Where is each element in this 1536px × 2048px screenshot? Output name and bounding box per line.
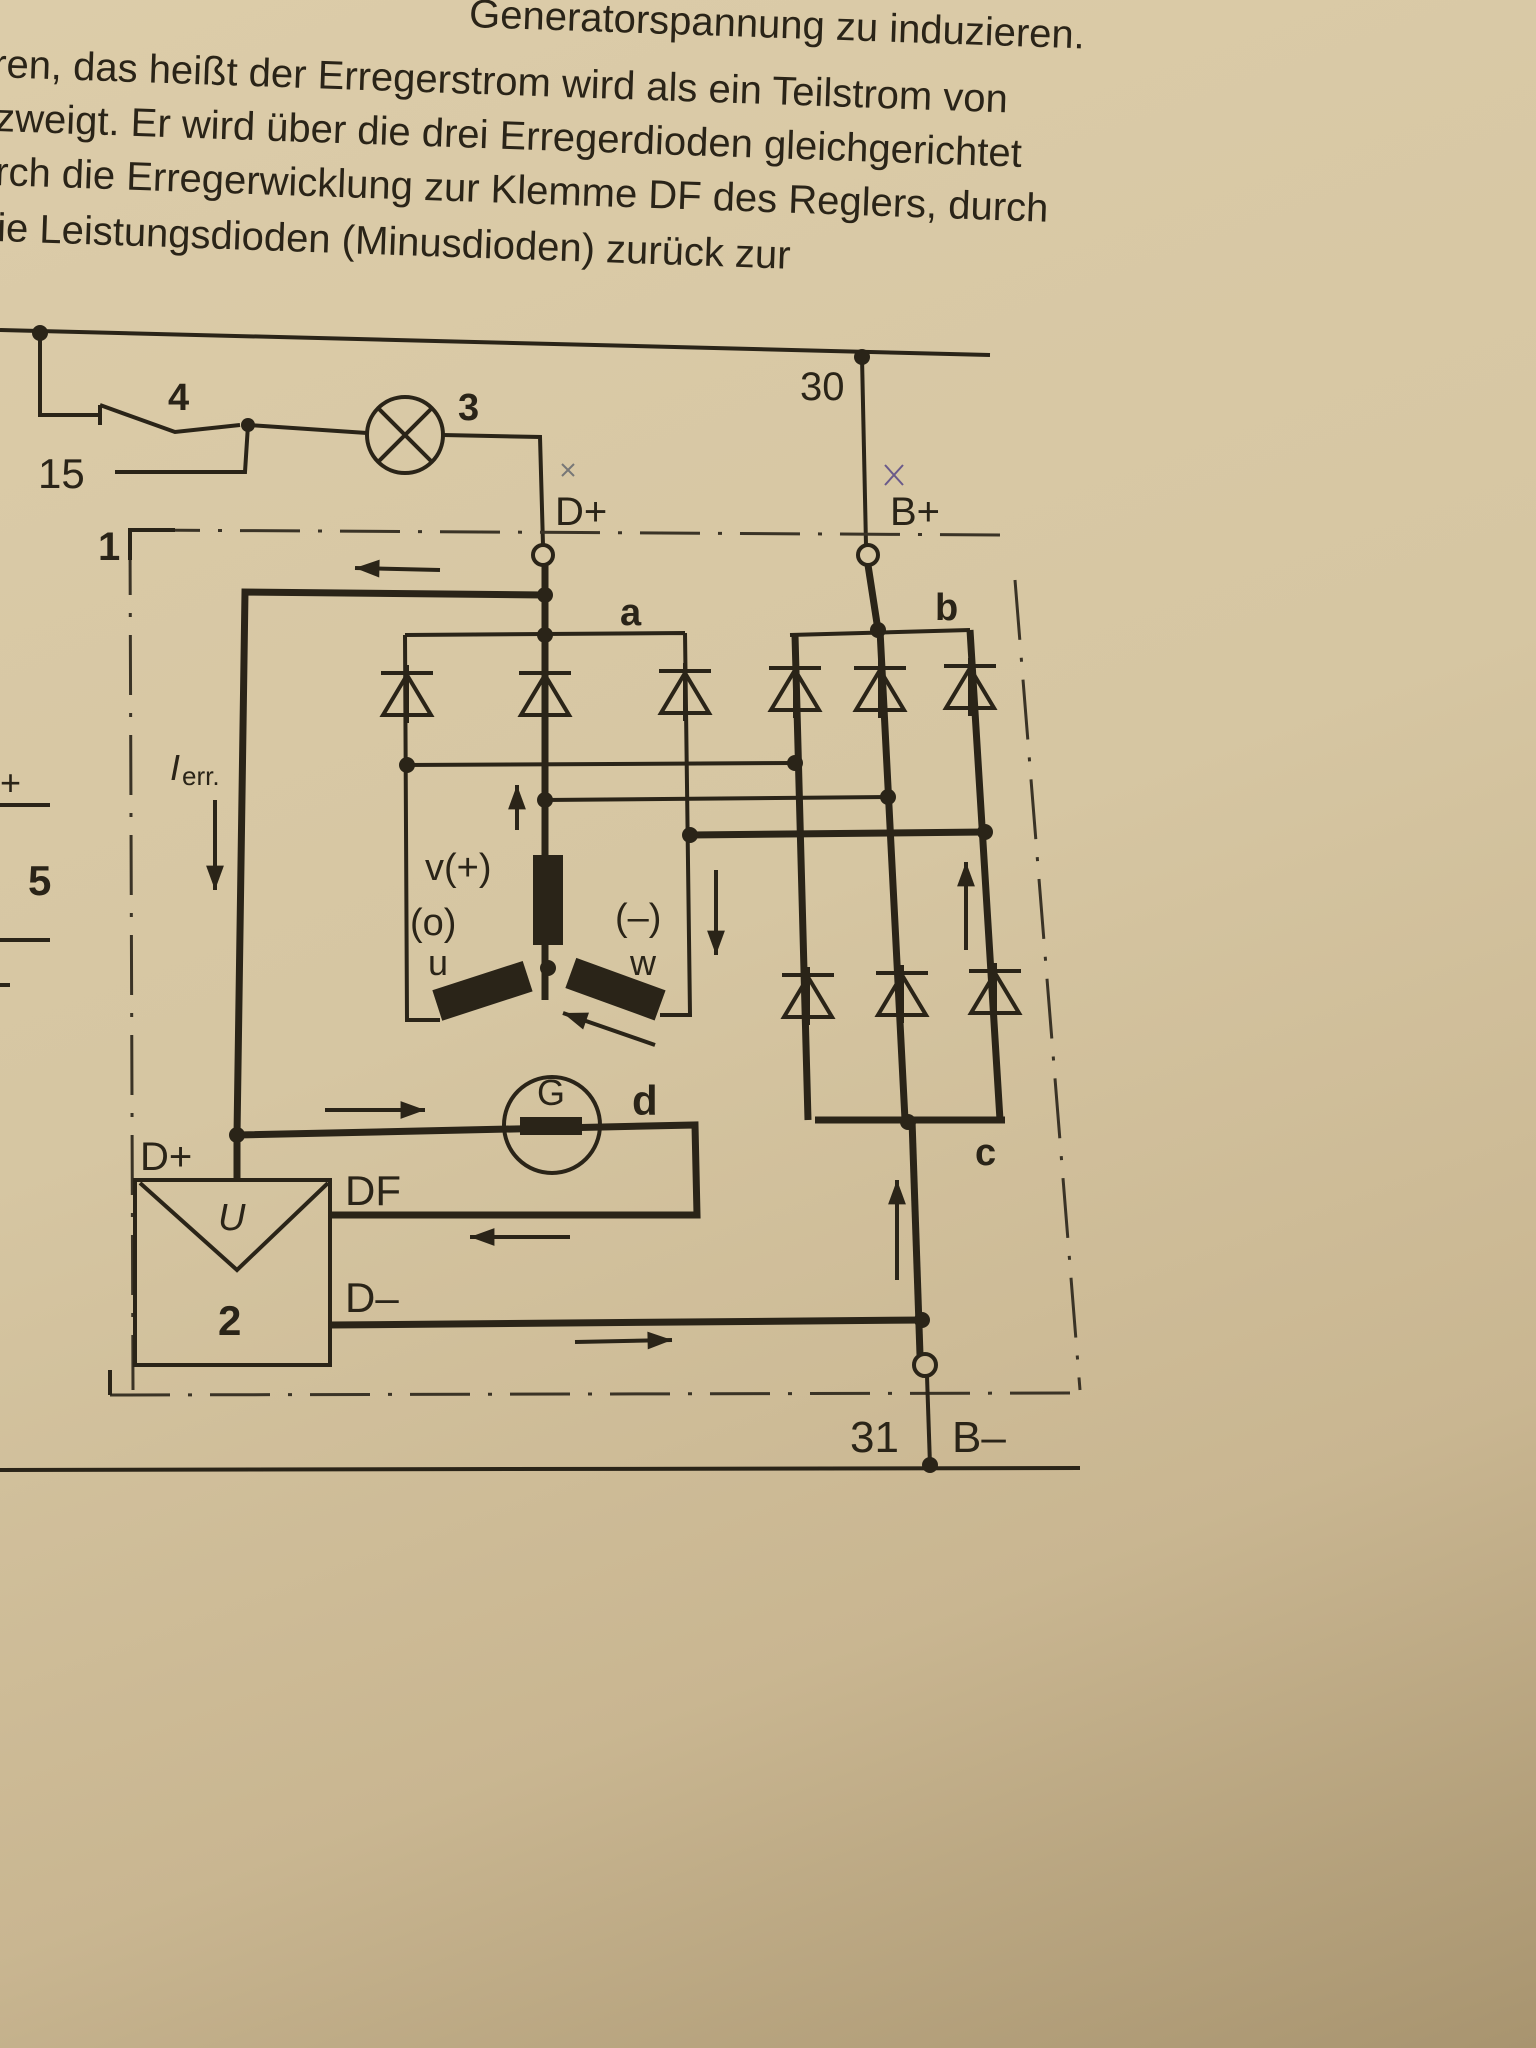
current-arrow-icon [470,1228,570,1246]
diode-icon [379,665,435,723]
label-current-sub: err. [182,761,220,791]
wire [247,423,368,435]
label-bplus: B+ [890,490,940,534]
phase-line-w [689,828,986,839]
diode-icon [967,963,1023,1021]
terminal-dplus [531,543,555,567]
diode-icon [657,663,713,721]
current-arrow-icon [707,870,725,955]
label-u: u [428,942,448,983]
label-w: w [629,942,657,983]
label-c: c [975,1132,996,1174]
label-lamp: 3 [458,387,479,429]
label-frame: 1 [98,525,120,569]
phase-lines [404,761,889,802]
label-a: a [620,592,642,634]
lamp-icon [365,395,445,475]
current-arrow-icon [206,800,224,890]
label-reg-u: U [218,1197,246,1239]
label-reg-dplus: D+ [140,1135,192,1179]
power-bridge [791,629,1005,1124]
label-5: 5 [28,857,51,904]
label-w-sign: (–) [615,897,661,939]
labels: 4 3 15 30 D+ B+ 1 a b c d I err. + 5 v(+… [0,365,1006,1462]
ground-line [0,1466,1081,1472]
diode-icon [767,660,823,718]
label-31: 31 [850,1413,899,1462]
label-dplus: D+ [555,490,607,534]
current-arrow-icon [354,559,441,578]
label-u-sign: (o) [410,902,456,944]
stator-winding-icon [432,855,666,1021]
diode-icon [517,665,573,723]
wire-bplus [860,356,868,546]
label-df: DF [345,1167,401,1214]
diode-icon [852,660,908,718]
label-30: 30 [800,365,845,409]
label-current: I [170,747,180,788]
wire-dplus [442,433,545,546]
current-arrow-icon [957,862,975,950]
current-arrow-icon [574,1331,673,1350]
label-b: b [935,587,958,629]
frame-corner [128,528,175,560]
label-regulator: 2 [218,1297,241,1344]
diode-icon [874,965,930,1023]
label-bminus: B– [952,1413,1006,1462]
label-dminus: D– [345,1274,399,1321]
label-plus: + [0,762,21,803]
current-arrow-icon [888,1180,906,1280]
dminus-wire [329,1316,926,1329]
label-g: G [537,1072,565,1113]
diode-icon [942,658,998,716]
diode-icon [780,967,836,1025]
wire-15 [115,424,250,474]
excitation-wire [233,588,546,1136]
diodes [379,658,1023,1025]
ignition-switch [98,403,241,435]
label-v: v(+) [425,847,492,889]
regulator-box [133,1178,332,1367]
field-wire [236,1121,701,1219]
terminal-bminus [912,1352,938,1378]
current-arrow-icon [562,1011,656,1047]
terminal-bplus [856,543,880,567]
label-switch: 4 [168,377,189,419]
label-15: 15 [38,450,85,497]
current-arrows [206,559,975,1350]
current-arrow-icon [508,785,526,830]
label-d: d [632,1077,658,1124]
supply-line [0,328,991,357]
wire [38,333,100,417]
current-arrow-icon [325,1101,425,1119]
